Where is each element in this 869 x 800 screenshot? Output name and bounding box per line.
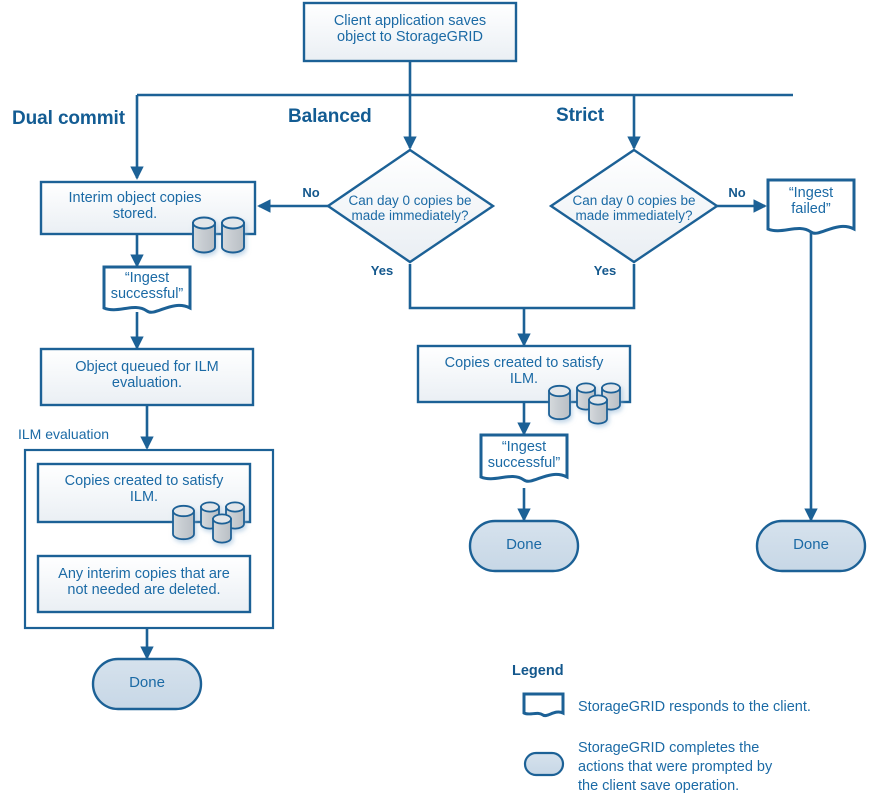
ingest-failed-banner-shape	[766, 178, 856, 235]
balanced-decision-diamond[interactable]	[328, 150, 493, 262]
start-box[interactable]	[304, 3, 516, 61]
ingest-successful-banner-shape-middle	[479, 433, 569, 483]
strict-decision-shape	[548, 148, 720, 264]
done-terminator-middle[interactable]	[470, 521, 578, 571]
ingest-successful-banner-left[interactable]	[104, 267, 190, 312]
done-terminator-shape-middle	[468, 519, 580, 573]
cylinder-cluster-left	[172, 501, 245, 544]
start-box-shape	[302, 1, 518, 63]
done-terminator-right[interactable]	[757, 521, 865, 571]
interim-object-copies-box[interactable]	[41, 182, 255, 234]
object-queued-box[interactable]	[41, 349, 253, 405]
done-terminator-shape-left	[91, 657, 203, 711]
legend-terminator-shape	[523, 751, 565, 777]
interim-copies-deleted-box[interactable]	[38, 556, 250, 612]
ingest-successful-banner-shape-left	[102, 265, 192, 314]
ingest-successful-banner-middle[interactable]	[481, 435, 567, 480]
balanced-decision-shape	[325, 148, 496, 264]
interim-box-shape	[39, 180, 257, 236]
cylinder-pair-interim	[192, 216, 245, 254]
ingest-failed-banner[interactable]	[768, 180, 854, 232]
interim-deleted-box-shape	[36, 554, 252, 614]
done-terminator-shape-right	[755, 519, 867, 573]
object-queued-box-shape	[39, 347, 255, 407]
cylinder-cluster-middle	[548, 382, 621, 425]
strict-decision-diamond[interactable]	[551, 150, 717, 262]
done-terminator-left[interactable]	[93, 659, 201, 709]
copies-created-box-left[interactable]	[38, 464, 250, 522]
copies-created-box-middle[interactable]	[418, 346, 630, 402]
legend-banner-shape	[522, 692, 565, 718]
